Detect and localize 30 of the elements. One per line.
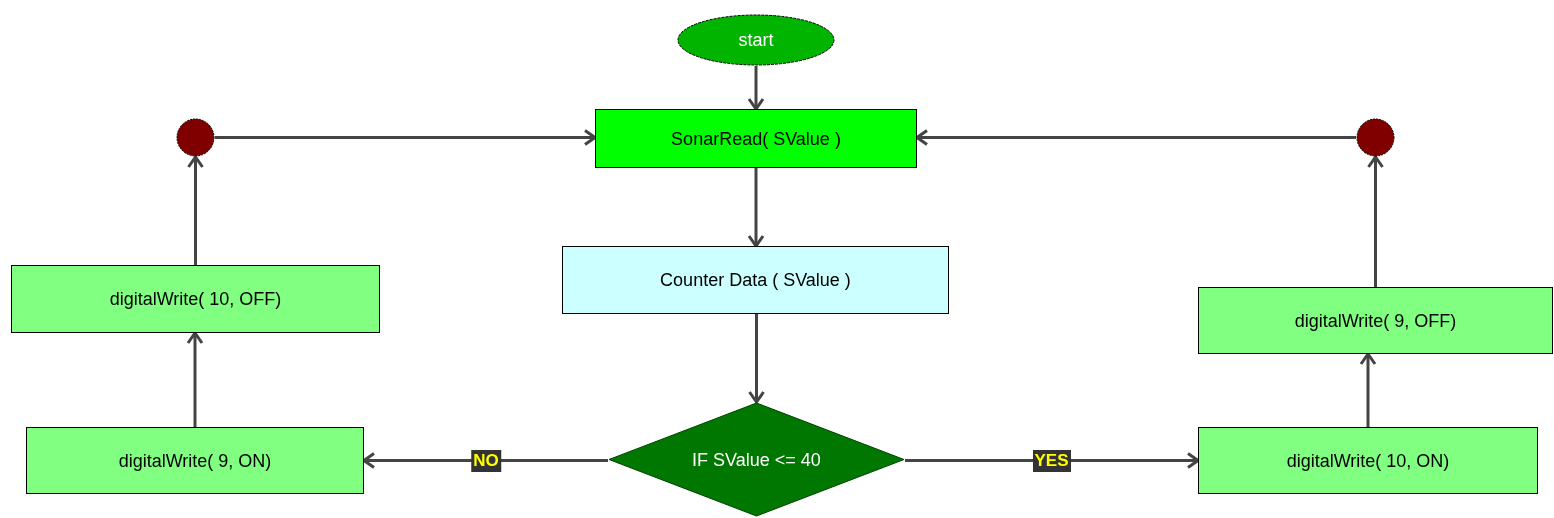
junction-dot	[176, 118, 215, 157]
arrow	[187, 155, 204, 265]
junction-dot	[1356, 118, 1395, 157]
arrow	[747, 66, 765, 111]
process-box	[1198, 427, 1538, 494]
edge-label: NO	[471, 449, 501, 472]
arrow	[905, 452, 1200, 469]
node-label: digitalWrite( 9, ON)	[117, 449, 273, 472]
arrow	[1359, 352, 1377, 427]
edge-label: YES	[1032, 449, 1071, 472]
arrow	[1367, 155, 1384, 287]
process-box	[562, 246, 949, 314]
node-label: start	[737, 29, 775, 51]
process-box	[595, 109, 917, 168]
process-box	[26, 427, 364, 494]
decision-diamond	[608, 402, 905, 517]
node-label: digitalWrite( 9, OFF)	[1293, 309, 1458, 332]
process-box	[11, 265, 380, 333]
arrow	[215, 129, 597, 146]
node-label: digitalWrite( 10, OFF)	[108, 288, 283, 310]
arrow	[186, 331, 204, 427]
node-label: IF SValue <= 40	[691, 448, 822, 471]
node-label: Counter Data ( SValue )	[659, 269, 852, 291]
start-ellipse	[677, 14, 835, 66]
arrow	[915, 129, 1356, 146]
node-label: digitalWrite( 10, ON)	[1285, 449, 1451, 472]
arrow	[747, 168, 765, 248]
node-label: SonarRead( SValue )	[670, 127, 842, 150]
arrow	[748, 314, 765, 404]
process-box	[1198, 287, 1553, 354]
